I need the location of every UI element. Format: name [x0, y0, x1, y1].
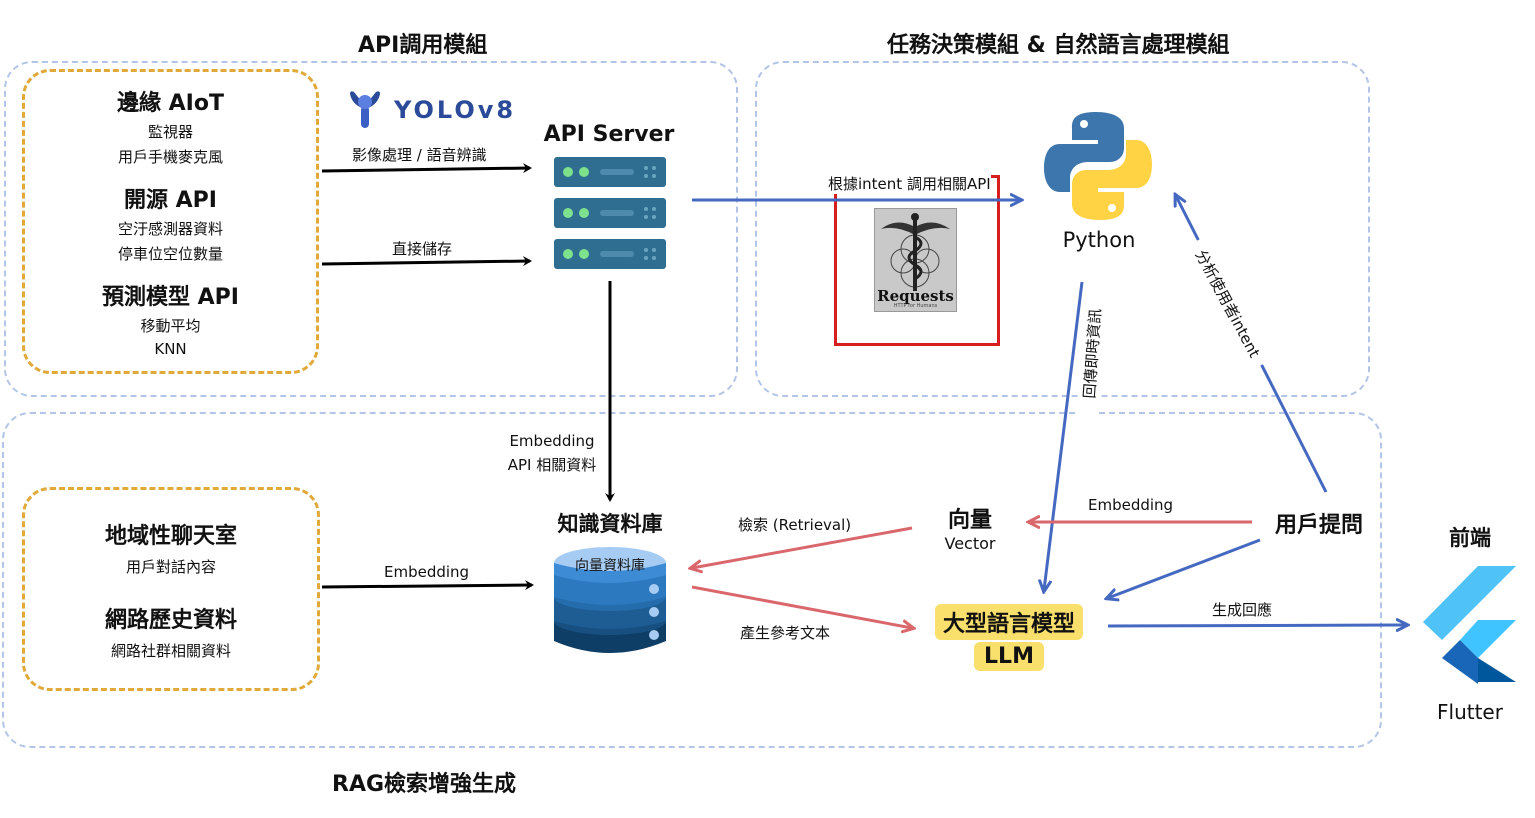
yolo-mark-icon [350, 91, 380, 128]
open-api-title: 開源 API [124, 188, 217, 213]
predict-api-group: 預測模型 API 移動平均 KNN [22, 279, 319, 358]
python-label: Python [1062, 228, 1136, 252]
arrow-db-to-llm [691, 585, 912, 628]
arrow-vector-to-db [692, 526, 913, 568]
yolo-text: YOLOv8 [394, 96, 517, 124]
flutter-icon [1423, 566, 1516, 684]
arrow-python-to-llm [1044, 281, 1084, 590]
section-title-task: 任務決策模組 & 自然語言處理模組 [887, 33, 1230, 58]
history-item: 網路社群相關資料 [110, 642, 231, 660]
vector-title: 向量 [947, 508, 992, 533]
chat-item: 用戶對話內容 [125, 558, 216, 576]
chat-title: 地域性聊天室 [104, 524, 237, 549]
arrow-yolo-to-server [321, 163, 532, 174]
label-image-speech: 影像處理 / 語音辨識 [352, 146, 487, 164]
open-api-item: 停車位空位數量 [117, 245, 223, 263]
python-icon [1044, 112, 1152, 220]
rag-sources-box [22, 487, 320, 691]
edge-aiot-item: 監視器 [147, 123, 193, 141]
label-embedding-api-line1: Embedding [509, 432, 595, 450]
open-api-item: 空汙感測器資料 [117, 220, 223, 238]
edge-aiot-title: 邊緣 AIoT [117, 91, 224, 116]
knowledge-db-title: 知識資料庫 [557, 512, 663, 536]
arrow-question-to-llm [1108, 538, 1261, 598]
label-gen-reply: 生成回應 [1212, 601, 1273, 619]
predict-api-title: 預測模型 API [102, 285, 239, 310]
task-module-region [755, 61, 1370, 397]
python-logo [1042, 110, 1154, 222]
llm-title: 大型語言模型 [934, 604, 1083, 640]
label-retrieval: 檢索 (Retrieval) [738, 516, 852, 534]
database-cylinder-icon [554, 547, 666, 653]
section-title-rag: RAG檢索增強生成 [332, 772, 517, 797]
rag-module-region [2, 412, 1382, 748]
history-group: 網路歷史資料 網路社群相關資料 [22, 602, 320, 661]
arrow-rag-to-db [321, 580, 534, 591]
caduceus-icon [881, 213, 950, 291]
section-title-api: API調用模組 [358, 33, 488, 58]
database-icon: 向量資料庫 [552, 545, 668, 657]
label-intent-call: 根據intent 調用相關API [828, 173, 991, 194]
history-title: 網路歷史資料 [104, 608, 237, 633]
server-icon [554, 157, 666, 269]
api-server-title: API Server [543, 122, 675, 147]
flutter-logo [1420, 566, 1520, 684]
predict-api-item: 移動平均 [140, 317, 201, 335]
arrow-llm-to-frontend [1107, 625, 1406, 626]
open-api-group: 開源 API 空汙感測器資料 停車位空位數量 [22, 182, 319, 264]
label-rag-embedding: Embedding [384, 563, 470, 581]
llm-subtitle: LLM [974, 642, 1044, 671]
requests-logo: Requests HTTP for Humans [874, 208, 957, 312]
llm-box: 大型語言模型 LLM [930, 604, 1088, 678]
label-embedding-api: Embedding API 相關資料 [492, 432, 612, 475]
api-sources-box [22, 69, 319, 374]
edge-aiot-item: 用戶手機麥克風 [117, 148, 223, 166]
predict-api-item: KNN [154, 340, 187, 358]
vector-group: 向量 Vector [930, 502, 1010, 553]
api-module-region [4, 61, 738, 397]
frontend-title: 前端 [1449, 526, 1491, 550]
chat-group: 地域性聊天室 用戶對話內容 [22, 518, 320, 577]
label-generate-ref: 產生參考文本 [740, 624, 831, 642]
yolo-logo: YOLOv8 [346, 88, 513, 132]
requests-name: Requests [877, 287, 954, 305]
server-rack-icon [554, 157, 666, 269]
label-direct-store: 直接儲存 [392, 240, 453, 258]
vector-subtitle: Vector [944, 534, 996, 553]
user-question: 用戶提問 [1275, 513, 1364, 538]
flutter-label: Flutter [1437, 700, 1503, 724]
vector-db-label: 向量資料庫 [575, 558, 645, 574]
label-embedding-api-line2: API 相關資料 [507, 456, 597, 474]
label-q-embedding: Embedding [1088, 496, 1174, 514]
arrow-store-to-server [321, 256, 532, 267]
requests-tagline: HTTP for Humans [893, 303, 938, 309]
edge-aiot-group: 邊緣 AIoT 監視器 用戶手機麥克風 [22, 85, 319, 167]
